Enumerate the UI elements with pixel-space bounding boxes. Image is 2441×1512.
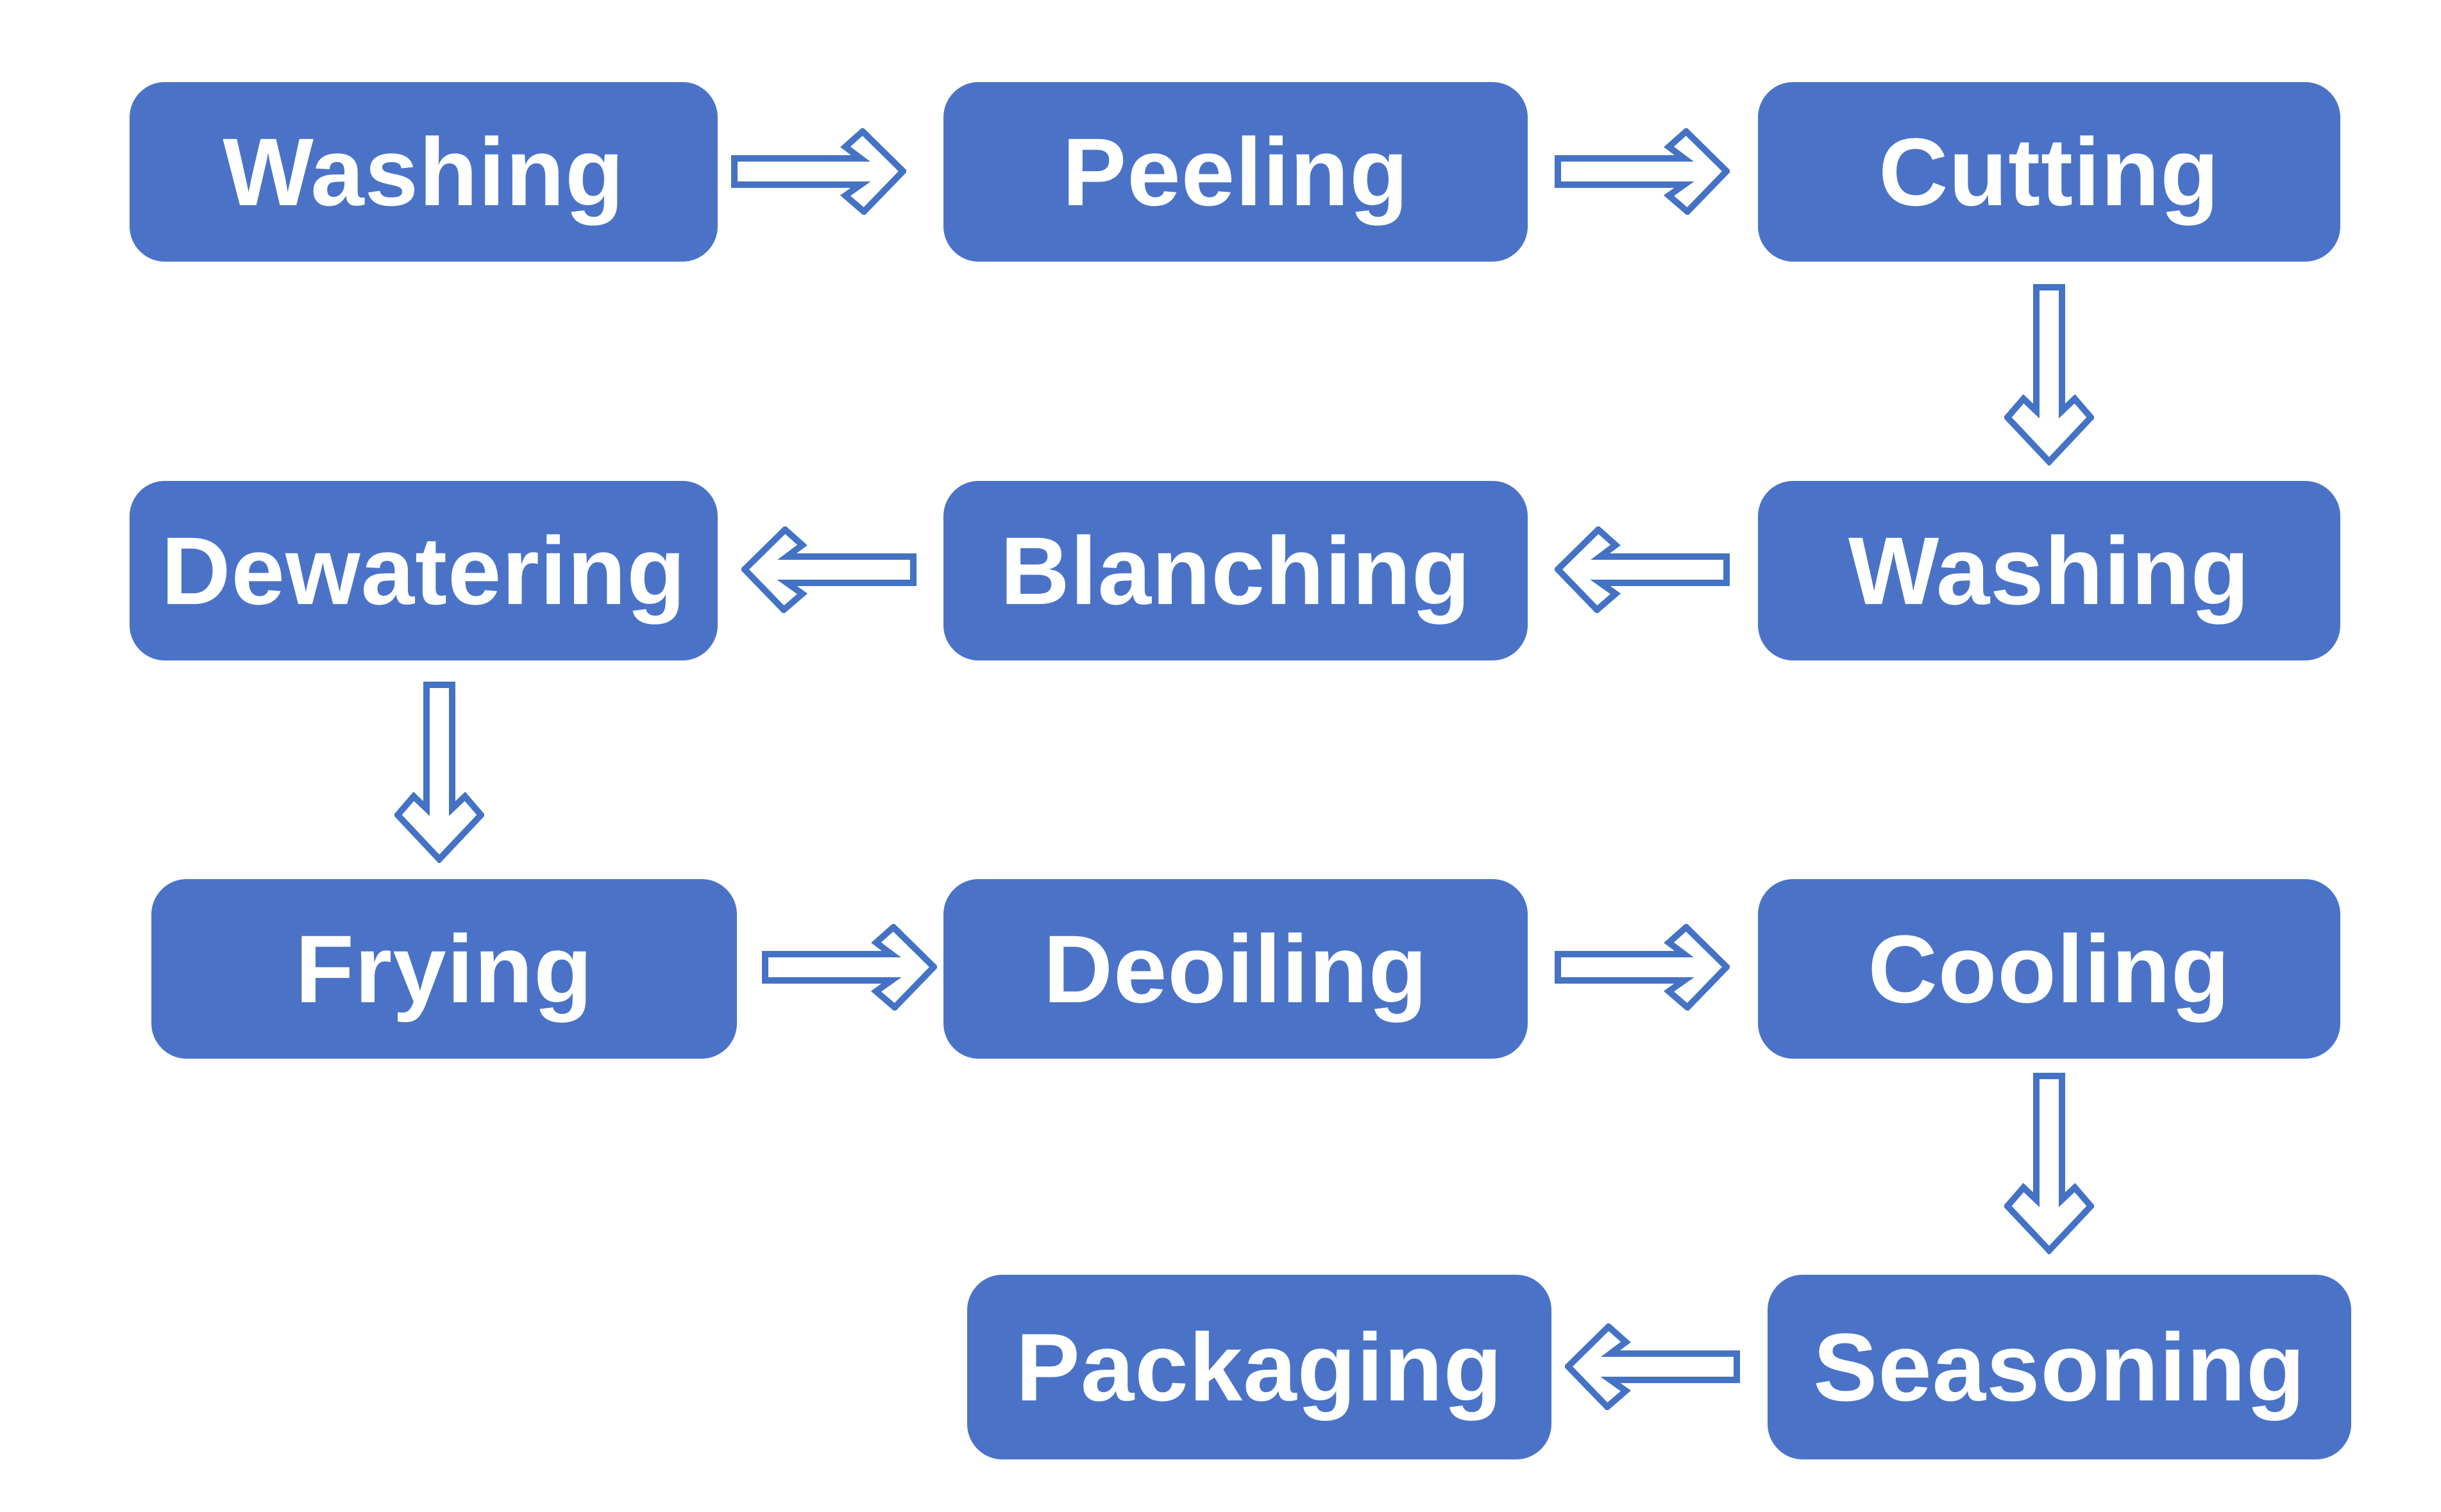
node-label-cutting: Cutting: [1879, 117, 2220, 226]
node-packaging: Packaging: [967, 1275, 1551, 1459]
node-blanching: Blanching: [943, 481, 1528, 660]
node-label-blanching: Blanching: [1000, 516, 1471, 625]
node-peeling: Peeling: [943, 82, 1528, 262]
node-cutting: Cutting: [1758, 82, 2340, 262]
node-label-deoiling: Deoiling: [1043, 914, 1428, 1023]
node-seasoning: Seasoning: [1768, 1275, 2351, 1459]
node-deoiling: Deoiling: [943, 879, 1528, 1059]
node-dewatering: Dewatering: [130, 481, 718, 660]
arrow-right-peeling-to-cutting-icon: [1555, 128, 1730, 215]
node-washing-2: Washing: [1758, 481, 2340, 660]
node-cooling: Cooling: [1758, 879, 2340, 1059]
arrow-right-deoiling-to-cooling-icon: [1555, 924, 1730, 1011]
node-label-seasoning: Seasoning: [1813, 1313, 2306, 1421]
node-frying: Frying: [151, 879, 737, 1059]
arrow-down-dewatering-to-frying-icon: [394, 682, 484, 863]
node-washing-1: Washing: [130, 82, 718, 262]
node-label-dewatering: Dewatering: [161, 516, 686, 625]
arrow-right-washing1-to-peeling-icon: [731, 128, 906, 215]
arrow-down-cutting-to-washing2-icon: [2004, 284, 2094, 466]
node-label-frying: Frying: [295, 914, 593, 1023]
node-label-peeling: Peeling: [1062, 117, 1409, 226]
node-label-washing-2: Washing: [1848, 516, 2251, 625]
node-label-washing-1: Washing: [223, 117, 625, 226]
node-label-cooling: Cooling: [1868, 914, 2231, 1023]
node-label-packaging: Packaging: [1015, 1313, 1503, 1421]
arrow-right-frying-to-deoiling-icon: [762, 924, 937, 1011]
arrow-left-washing2-to-blanching-icon: [1555, 526, 1730, 613]
arrow-down-cooling-to-seasoning-icon: [2004, 1073, 2094, 1254]
arrow-left-seasoning-to-packaging-icon: [1565, 1323, 1740, 1410]
arrow-left-blanching-to-dewatering-icon: [741, 526, 916, 613]
